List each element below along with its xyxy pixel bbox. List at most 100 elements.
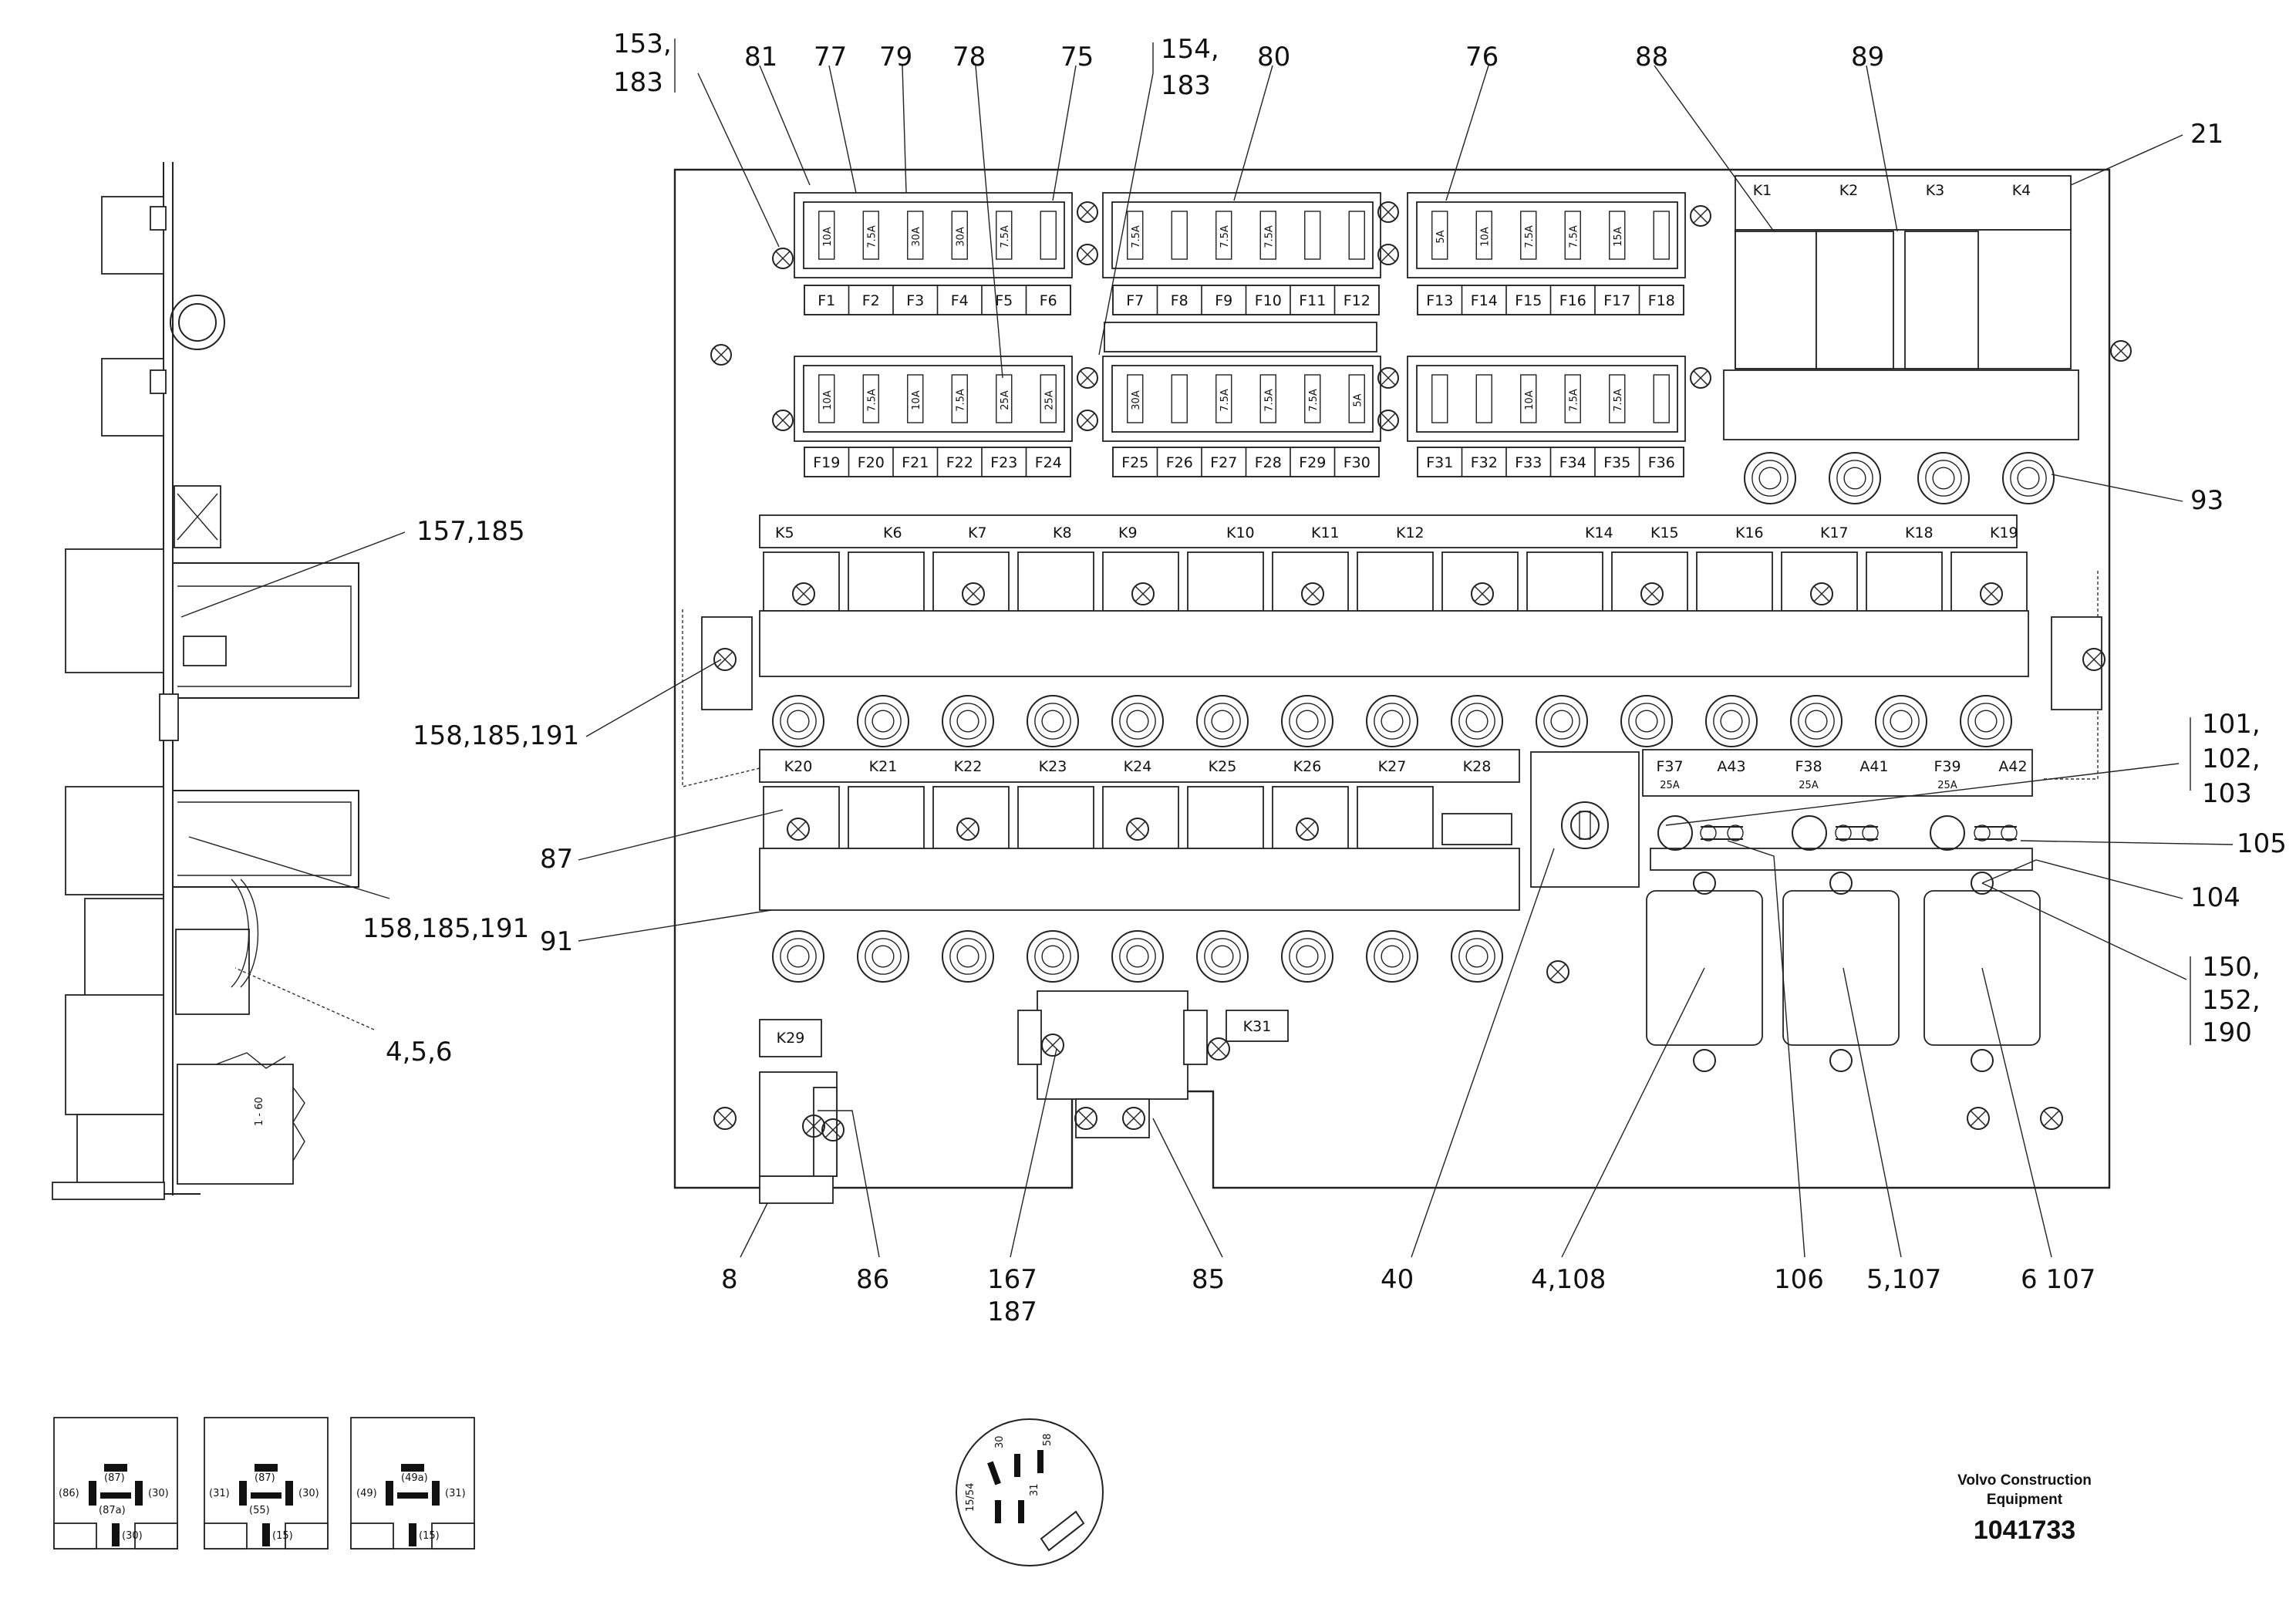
fuse-rating: 30A [955, 227, 966, 247]
relay-label: K19 [1990, 524, 2018, 541]
grommet [1744, 452, 1796, 504]
fuse-label-cell [1333, 285, 1380, 315]
fuse-label: F30 [1344, 454, 1371, 471]
fuse-holder-top-mid [1102, 192, 1381, 315]
fuse-rating: 30A [911, 227, 922, 247]
fuse-body [1564, 211, 1581, 260]
callout-167: 167 [987, 1264, 1037, 1295]
fuse-rating: 7.5A [955, 389, 966, 412]
relay-label: K27 [1378, 758, 1407, 775]
fuse-body [1304, 211, 1321, 260]
relay [1526, 551, 1603, 612]
fuse-label: F15 [1515, 292, 1542, 309]
grommet [1536, 695, 1588, 747]
relay-label: K21 [869, 758, 898, 775]
pin-31: 31 [1029, 1483, 1040, 1496]
pin-87a: (87a) [99, 1505, 126, 1516]
relay [848, 551, 925, 612]
fuse-body [996, 374, 1013, 423]
relay [1357, 551, 1434, 612]
fuse-rating: 7.5A [1000, 225, 1011, 248]
callout-153-line1: 153, [613, 29, 672, 59]
relay-label: K28 [1463, 758, 1492, 775]
fuse-body [1304, 374, 1321, 423]
fuse-rating: 7.5A [1613, 389, 1624, 412]
relay-label: K6 [883, 524, 902, 541]
leader-lines [180, 39, 2234, 1258]
callout-40: 40 [1381, 1264, 1414, 1295]
fuse-label: F8 [1171, 292, 1188, 309]
grommet [1027, 930, 1079, 983]
grommet [1111, 695, 1164, 747]
fuse-label: F16 [1559, 292, 1586, 309]
pin-31: (31) [445, 1488, 466, 1499]
fuse-label: F34 [1559, 454, 1586, 471]
fuse-label: F9 [1215, 292, 1232, 309]
fuse-label: F25 [1121, 454, 1148, 471]
fuse-holder-top-left [794, 192, 1073, 315]
screw [1471, 582, 1494, 605]
grommet [1829, 452, 1881, 504]
fuse-spacer-bar [1104, 322, 1377, 352]
fuse-body [996, 211, 1013, 260]
relay-label: K24 [1124, 758, 1152, 775]
fuse-label-cell [1333, 447, 1380, 477]
screw [1980, 582, 2003, 605]
screw [956, 818, 979, 841]
callout-8: 8 [721, 1264, 738, 1295]
fuse-label: F21 [902, 454, 929, 471]
screw [2110, 340, 2132, 362]
fuse-rating: 7.5A [866, 389, 878, 412]
fuse-body [1348, 211, 1365, 260]
panel-screws [713, 648, 2106, 1141]
fuse-rating: 10A [1524, 390, 1536, 410]
callout-81: 81 [744, 42, 777, 73]
relay [848, 786, 925, 849]
pin-15: (15) [419, 1530, 440, 1542]
grommet [1917, 452, 1970, 504]
callout-102: 102, [2202, 744, 2261, 774]
screw [787, 818, 810, 841]
callout-21: 21 [2190, 119, 2224, 150]
relay-label: K12 [1396, 524, 1424, 541]
relay-label: K7 [968, 524, 987, 541]
fuse-label: F31 [1426, 454, 1453, 471]
screw [1077, 201, 1098, 223]
fuse-body [1431, 211, 1448, 260]
fuse-label: F26 [1166, 454, 1193, 471]
fuse-label: F24 [1035, 454, 1062, 471]
callout-157-185: 157,185 [416, 516, 525, 547]
fuse-body [907, 374, 924, 423]
relay [1102, 551, 1179, 612]
callout-87: 87 [540, 844, 573, 875]
screw [1077, 410, 1098, 431]
callout-150: 150, [2202, 952, 2261, 983]
relay-label: K26 [1293, 758, 1322, 775]
callout-158-185-191-a: 158,185,191 [413, 720, 579, 751]
relay-row2-label-strip [759, 749, 1520, 783]
holder-screws [710, 201, 2132, 431]
grommet [1196, 695, 1249, 747]
fuse-label: F33 [1515, 454, 1542, 471]
fuse-label: F32 [1471, 454, 1498, 471]
fuse-body [1653, 374, 1670, 423]
relay-label-k29: K29 [777, 1030, 805, 1047]
relay [1866, 551, 1943, 612]
grommet [1366, 695, 1418, 747]
power-relays [1646, 872, 2041, 1072]
relay [1272, 786, 1349, 849]
fuse-body [1520, 211, 1537, 260]
callout-4-108: 4,108 [1531, 1264, 1606, 1295]
callout-154-line2: 183 [1161, 70, 1211, 101]
fuse-label: F13 [1426, 292, 1453, 309]
fuse-rating: 10A [822, 390, 834, 410]
relay [1187, 786, 1264, 849]
screw [772, 410, 794, 431]
fuse-rating: 10A [1479, 227, 1491, 247]
screw [1377, 367, 1399, 389]
relay-k31-group: K31 [1017, 990, 1289, 1138]
relay [1017, 551, 1094, 612]
fuse-rating: 5A [1352, 393, 1364, 406]
grommet [1196, 930, 1249, 983]
